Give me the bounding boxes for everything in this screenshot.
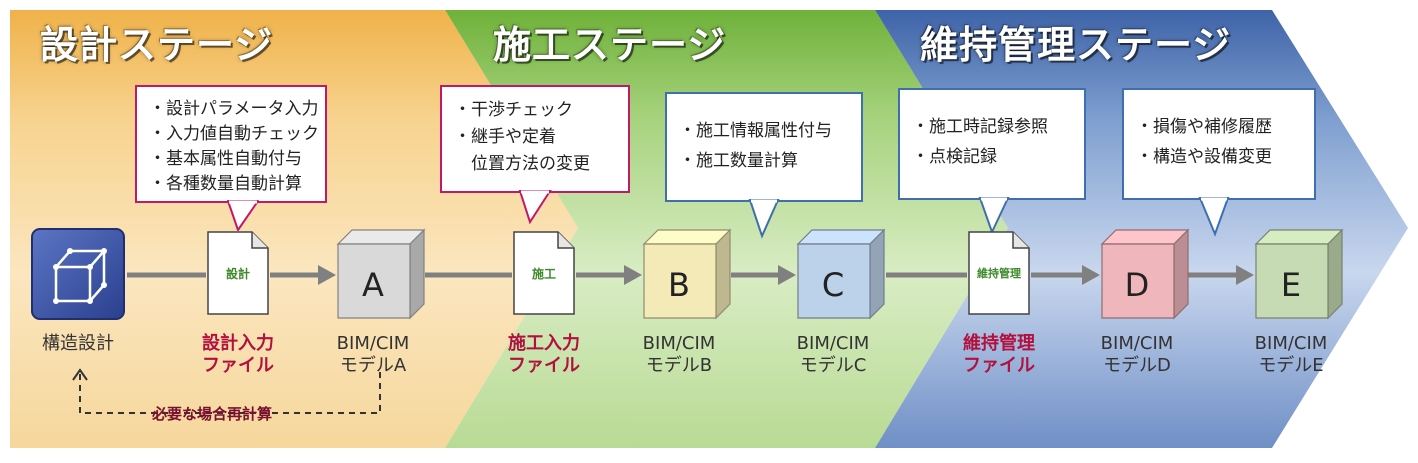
callout-item: ・継手や定着: [454, 127, 556, 147]
cube-side-face: [715, 228, 731, 320]
model-c-caption: BIM/CIM モデルC: [778, 333, 888, 377]
flow-arrowheads: [318, 265, 1254, 285]
model-a-cube[interactable]: A: [336, 228, 426, 320]
wireframe-cube-icon: [31, 228, 125, 320]
construction-input-file-caption: 施工入力 ファイル: [484, 333, 604, 377]
structural-design-node[interactable]: [30, 227, 126, 321]
cube-icon: [1100, 228, 1190, 320]
cube-front-face: [797, 243, 871, 319]
callout-design: ・設計パラメータ入力 ・入力値自動チェック ・基本属性自動付与 ・各種数量自動計…: [135, 85, 327, 203]
construction-input-file-icon[interactable]: 施工: [512, 230, 576, 316]
callout-item: ・施工時記録参照: [912, 117, 1048, 137]
cube-top-face: [796, 229, 886, 245]
file-icon-label: 施工: [531, 267, 556, 281]
callout-item: ・施工情報属性付与: [679, 121, 832, 141]
cube-front-face: [1255, 243, 1329, 319]
recalc-note: 必要な場合再計算: [152, 405, 273, 423]
model-letter: B: [668, 266, 690, 304]
caption-line: モデルA: [339, 355, 407, 376]
caption-line: BIM/CIM: [642, 333, 716, 354]
caption-line: モデルB: [645, 355, 713, 376]
cube-top-face: [642, 229, 732, 245]
caption-line: 設計入力: [202, 333, 274, 354]
file-icon-label: 維持管理: [977, 267, 1021, 280]
model-c-cube[interactable]: C: [796, 228, 886, 320]
model-letter: D: [1124, 266, 1150, 304]
cube-side-face: [409, 228, 425, 320]
model-e-cube[interactable]: E: [1254, 228, 1344, 320]
callout-item: ・損傷や補修履歴: [1136, 117, 1272, 137]
cube-side-face: [1327, 228, 1343, 320]
model-letter: E: [1280, 266, 1302, 304]
model-letter: A: [362, 266, 384, 304]
callout-item: ・施工数量計算: [679, 151, 798, 171]
callout-construction-input: ・干渉チェック ・継手や定着 位置方法の変更: [440, 85, 630, 193]
caption-line: モデルC: [799, 355, 867, 376]
cube-icon: [642, 228, 732, 320]
design-stage-title: 設計ステージ: [40, 23, 274, 67]
maintenance-stage-title: 維持管理ステージ: [920, 23, 1232, 67]
callout-item: ・点検記録: [912, 147, 997, 167]
callout-maintenance-records: ・施工時記録参照 ・点検記録: [898, 88, 1086, 200]
caption-line: ファイル: [202, 355, 274, 376]
caption-line: ファイル: [963, 355, 1035, 376]
recalc-arrowhead: [72, 368, 88, 381]
callout-item: ・各種数量自動計算: [149, 174, 302, 194]
cube-top-face: [1254, 229, 1344, 245]
caption-line: モデルD: [1103, 355, 1171, 376]
model-b-cube[interactable]: B: [642, 228, 732, 320]
caption-line: BIM/CIM: [1100, 333, 1174, 354]
cube-icon: [796, 228, 886, 320]
caption-line: BIM/CIM: [336, 333, 410, 354]
construction-stage-title: 施工ステージ: [493, 23, 727, 67]
cube-front-face: [1101, 243, 1175, 319]
cube-front-face: [643, 243, 717, 319]
caption-line: モデルE: [1258, 355, 1324, 376]
maintenance-file-caption: 維持管理 ファイル: [939, 333, 1059, 377]
callout-item: ・基本属性自動付与: [149, 149, 302, 169]
cube-icon: [1254, 228, 1344, 320]
callout-item: ・設計パラメータ入力: [149, 99, 319, 119]
cube-icon: [336, 228, 426, 320]
maintenance-file-icon[interactable]: 維持管理: [967, 230, 1031, 316]
file-icon-label: 設計: [225, 267, 250, 281]
caption-line: BIM/CIM: [796, 333, 870, 354]
structural-design-label: 構造設計: [42, 333, 114, 354]
callout-item: ・干渉チェック: [454, 100, 573, 120]
caption-line: 施工入力: [508, 333, 580, 354]
cube-top-face: [336, 229, 426, 245]
callout-item: ・入力値自動チェック: [149, 124, 319, 144]
model-e-caption: BIM/CIM モデルE: [1236, 333, 1346, 377]
callout-item: ・構造や設備変更: [1136, 147, 1272, 167]
cube-side-face: [1173, 228, 1189, 320]
callout-construction-info: ・施工情報属性付与 ・施工数量計算: [665, 92, 863, 202]
callout-damage-history: ・損傷や補修履歴 ・構造や設備変更: [1122, 88, 1316, 200]
design-input-file-caption: 設計入力 ファイル: [178, 333, 298, 377]
model-a-caption: BIM/CIM モデルA: [318, 333, 428, 377]
caption-line: ファイル: [508, 355, 580, 376]
callout-item: 位置方法の変更: [454, 154, 590, 174]
model-letter: C: [821, 266, 845, 304]
recalc-loop: [79, 372, 381, 414]
model-d-caption: BIM/CIM モデルD: [1082, 333, 1192, 377]
cube-top-face: [1100, 229, 1190, 245]
cube-front-face: [337, 243, 411, 319]
design-input-file-icon[interactable]: 設計: [206, 230, 270, 316]
caption-line: 維持管理: [963, 333, 1035, 354]
model-d-cube[interactable]: D: [1100, 228, 1190, 320]
cube-side-face: [869, 228, 885, 320]
model-b-caption: BIM/CIM モデルB: [624, 333, 734, 377]
caption-line: BIM/CIM: [1254, 333, 1328, 354]
